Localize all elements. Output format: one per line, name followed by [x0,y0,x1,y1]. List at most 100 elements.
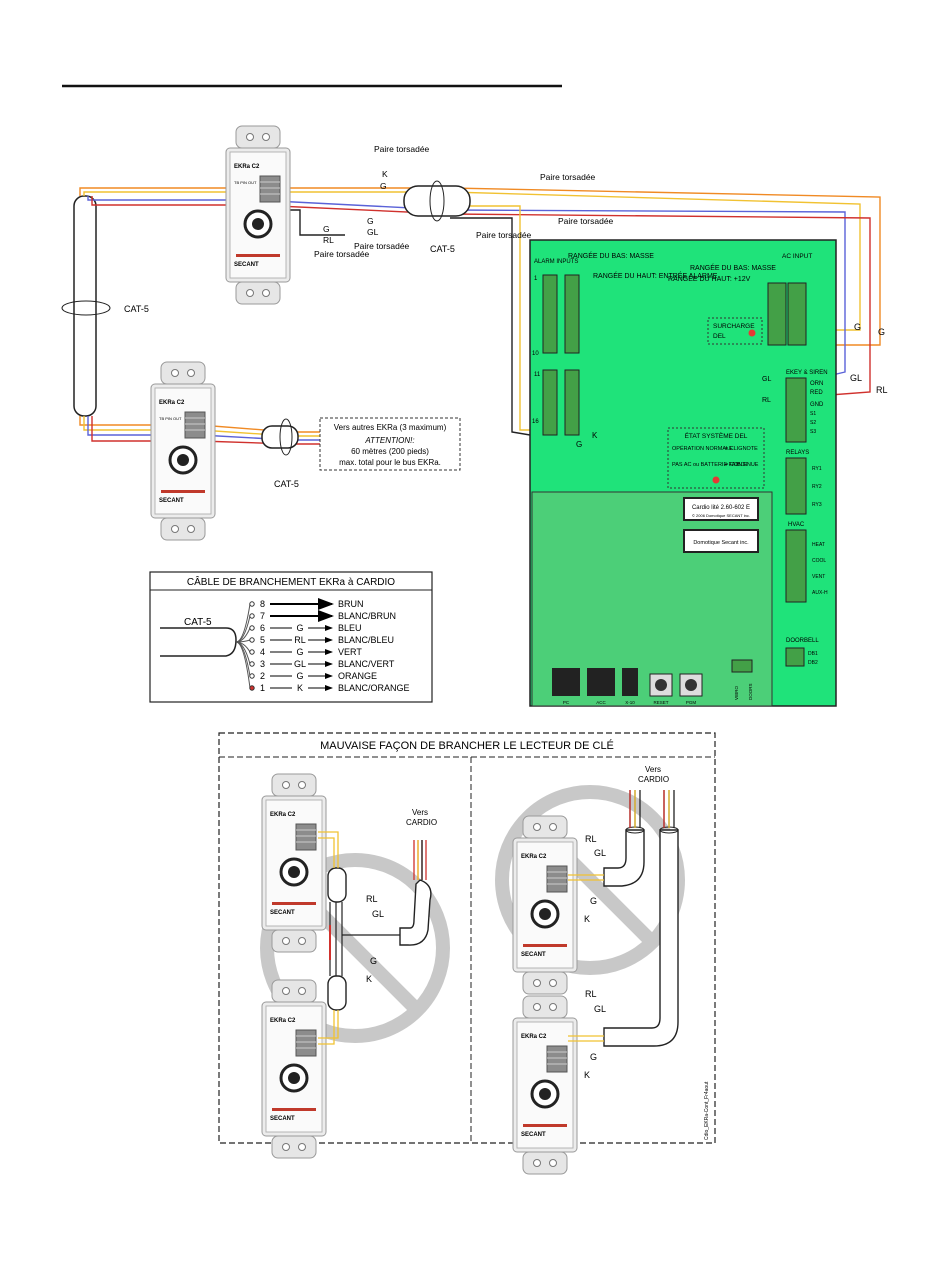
doorbell-label: DOORBELL [786,638,819,644]
svg-text:GL: GL [762,376,771,383]
svg-text:CARDIO: CARDIO [638,775,669,784]
cardio-board: ALARM INPUTS RANGÉE DU BAS: MASSE RANGÉE… [529,239,837,707]
svg-text:G: G [854,322,861,332]
svg-text:OPÉRATION NORMALE: OPÉRATION NORMALE [672,445,733,452]
cable-row-pin [249,601,255,607]
svg-text:16: 16 [532,419,539,425]
svg-text:DB2: DB2 [808,660,818,666]
svg-text:SECANT: SECANT [159,498,184,504]
cable-ring [61,300,111,316]
svg-text:11: 11 [534,372,541,378]
alarm-inputs-label: ALARM INPUTS [534,259,578,265]
cable-row-pin [249,613,255,619]
svg-text:GL: GL [594,1004,606,1014]
svg-text:K: K [584,914,590,924]
cable-row-code-bg [292,635,308,645]
svg-text:Cardio lité 2.60-602 E: Cardio lité 2.60-602 E [692,505,750,511]
svg-text:EKRa C2: EKRa C2 [234,164,260,170]
svg-text:ATTENTION!:: ATTENTION!: [364,436,414,445]
svg-text:SECANT: SECANT [234,262,259,268]
svg-text:G: G [370,956,377,966]
keypad-bottom: EKRa C2 TB PIN OUT SECANT [149,360,217,542]
cable-row-num: 4 [260,647,265,657]
svg-text:Domotique Secant inc.: Domotique Secant inc. [693,540,749,546]
board-wire-labels: G G GL RL GL RL K G [576,322,888,449]
svg-text:PAS AC ou BATTERIE FAIBLE: PAS AC ou BATTERIE FAIBLE [672,462,748,468]
cable-row-color: BLANC/BRUN [338,611,396,621]
svg-text:VENT: VENT [812,574,825,580]
svg-text:EKRa C2: EKRa C2 [521,1034,547,1040]
ac-input-label: AC INPUT [782,253,812,260]
svg-text:S1: S1 [810,411,816,417]
svg-text:ACC: ACC [596,700,606,705]
svg-text:RL: RL [762,397,771,404]
cable-row-pin [249,673,255,679]
svg-text:RY2: RY2 [812,484,822,490]
svg-text:TB PIN OUT: TB PIN OUT [234,180,257,185]
svg-text:RESET: RESET [653,700,668,705]
svg-text:TB PIN OUT: TB PIN OUT [159,416,182,421]
svg-text:VIBRO: VIBRO [734,685,739,700]
svg-text:DEL: DEL [713,333,726,340]
svg-text:HEAT: HEAT [812,542,825,548]
cable-row-code-bg [292,683,308,693]
svg-text:60 mètres (200 pieds): 60 mètres (200 pieds) [351,447,429,456]
svg-text:DB1: DB1 [808,651,818,657]
cable-table-title: CÂBLE DE BRANCHEMENT EKRa à CARDIO [187,575,395,588]
svg-text:RL: RL [366,894,378,904]
cable-row-code-bg [292,671,308,681]
svg-text:10: 10 [532,351,539,357]
cable-row-pin [249,625,255,631]
cat5-mid-label: CAT-5 [430,244,455,254]
svg-text:RL: RL [585,989,597,999]
paire-label-3: Paire torsadée [558,216,614,226]
cable-row-num: 8 [260,599,265,609]
svg-text:PGM: PGM [686,700,697,705]
svg-text:Vers autres EKRa (3 maximum): Vers autres EKRa (3 maximum) [334,423,447,432]
attention-note: Vers autres EKRa (3 maximum) ATTENTION!:… [319,417,461,471]
cat5-cable-mid [403,185,471,217]
cable-row-color: BLEU [338,623,362,633]
cable-row-pin [249,685,255,691]
cable-row-pin [249,649,255,655]
cable-row-code-bg [292,623,308,633]
cable-row-code: GL [294,659,306,669]
cable-row-color: BLANC/ORANGE [338,683,410,693]
svg-text:PC: PC [563,700,570,705]
svg-text:RED: RED [810,390,823,396]
cable-row-code: RL [294,635,306,645]
bottom-panel: MAUVAISE FAÇON DE BRANCHER LE LECTEUR DE… [218,732,716,1176]
ac-rangee-haut: RANGÉE DU HAUT: +12V [668,274,751,283]
svg-text:SECANT: SECANT [270,1116,295,1122]
svg-text:ORN: ORN [810,381,823,387]
rl-label-1: RL [323,235,334,245]
g-label-1: G [380,181,387,191]
cable-row-pin [249,661,255,667]
cable-row-color: ORANGE [338,671,377,681]
cable-row-wire [235,641,251,689]
svg-text:G: G [590,1052,597,1062]
file-ref: Cdio_EKRa-Cont_Fr4aout [704,1081,710,1140]
ac-rangee-bas: RANGÉE DU BAS: MASSE [690,263,776,272]
cable-row-num: 3 [260,659,265,669]
svg-text:Vers: Vers [645,765,661,774]
svg-text:SURCHARGE: SURCHARGE [713,323,755,330]
svg-text:RY3: RY3 [812,502,822,508]
paire-label-2: Paire torsadée [540,172,596,182]
g-label-2: G [367,216,374,226]
svg-text:S3: S3 [810,429,816,435]
main-wiring: CAT-5 CAT-5 CAT-5 [61,180,881,489]
svg-text:GL: GL [372,909,384,919]
paire-label-1: Paire torsadée [374,144,430,154]
cable-row-num: 5 [260,635,265,645]
hvac-label: HVAC [788,522,805,528]
cable-row-num: 7 [260,611,265,621]
svg-text:SECANT: SECANT [521,1132,546,1138]
svg-text:= CONTINUE: = CONTINUE [725,462,759,468]
svg-text:EKRa C2: EKRa C2 [270,1018,296,1024]
svg-text:1: 1 [534,276,538,282]
svg-text:AUX-H: AUX-H [812,590,828,596]
cable-table-cat5: CAT-5 [184,617,212,628]
cable-row-color: BLANC/BLEU [338,635,394,645]
